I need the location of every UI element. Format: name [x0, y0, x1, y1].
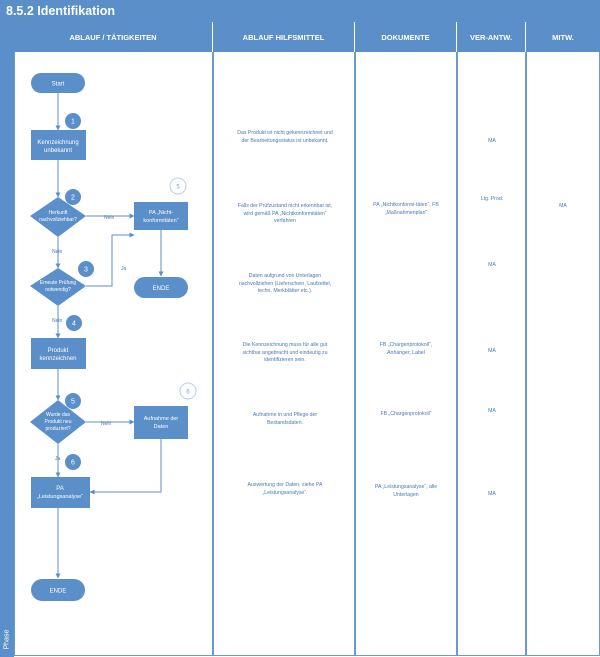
column-mitw — [526, 52, 600, 656]
erneute-pruefung-decision — [30, 268, 86, 306]
wurde-label-1: Wurde das — [46, 412, 71, 418]
ende-node-2-label: ENDE — [50, 589, 67, 595]
step-number-5: 5 — [71, 399, 75, 406]
verantw-text-3: MA — [488, 262, 496, 268]
hilfsmittel-text-1: Das Produkt ist nicht gekennzeichnet und… — [237, 130, 333, 144]
verantw-text-1: MA — [488, 138, 496, 144]
erneute-label-1: Erneute Prüfung — [40, 280, 77, 286]
herkunft-label-1: Herkunft — [49, 210, 69, 216]
hilfsmittel-text-6: Auswertung der Daten, siehe PA „Leistung… — [247, 482, 323, 496]
wurde-label-2: Produkt neu — [45, 419, 72, 425]
herkunft-decision — [30, 197, 86, 237]
step-circle-3 — [78, 261, 94, 277]
column-verantw — [457, 52, 526, 656]
hilfsmittel-text-4: Die Kennzeichnung muss für alle gut sich… — [242, 342, 328, 364]
step-number-3: 3 — [84, 267, 88, 274]
pa-leistung-label-2: „Leistungsanalyse“ — [37, 494, 83, 500]
pa-nicht-label-1: PA „Nicht- — [149, 210, 174, 216]
erneute-label-2: notwendig? — [45, 287, 71, 293]
pa-leistungsanalyse-node — [31, 477, 90, 508]
edge-label-nein-1: Nein — [104, 215, 115, 221]
kennzeichnung-node — [31, 130, 86, 160]
hilfsmittel-text-5: Aufnahme in und Pflege der Bestandsdaten… — [252, 412, 318, 426]
step-circle-6 — [65, 454, 81, 470]
column-header-hilfsmittel: ABLAUF HILFSMITTEL — [213, 22, 355, 52]
neu-produziert-decision — [30, 400, 86, 444]
produkt-label-2: kennzeichnen — [39, 356, 76, 362]
verantw-text-5: MA — [488, 408, 496, 414]
aufnahme-label-1: Aufnahme der — [144, 416, 179, 422]
pa-nicht-label-2: konformitäten“ — [143, 218, 178, 224]
step-number-4: 4 — [72, 321, 76, 328]
hilfsmittel-text-2: Falls der Prüfzustand nicht erkennbar is… — [237, 203, 333, 225]
ref-number-6: 6 — [186, 390, 190, 396]
ende-node-2 — [31, 579, 85, 601]
step-number-6: 6 — [71, 460, 75, 467]
pa-leistung-label-1: PA — [56, 486, 64, 492]
kennzeichnung-label-1: Kennzeichnung — [37, 140, 78, 146]
edge-erneute-pa-nicht — [86, 232, 135, 287]
step-circle-2 — [65, 189, 81, 205]
produkt-kennzeichnen-node — [31, 338, 86, 369]
ref-number-5: 5 — [176, 185, 180, 191]
wurde-label-3: produziert? — [45, 426, 70, 432]
dokumente-text-3: FB „Chargenprotokoll“ — [380, 411, 432, 417]
pa-nichtkonformitaeten-node — [134, 202, 188, 230]
dokumente-text-4: PA „Leistungsanalyse“, alle Unterlagen — [374, 484, 438, 498]
edge-label-nein-4: Nein — [101, 421, 112, 427]
aufnahme-label-2: Daten — [154, 424, 169, 430]
step-number-1: 1 — [71, 119, 75, 126]
verantw-text-6: MA — [488, 491, 496, 497]
ref-circle-5 — [169, 177, 187, 195]
mitw-text-1: MA — [559, 203, 567, 209]
phase-bar — [0, 22, 14, 657]
column-header-mitw: MITW. — [526, 22, 600, 52]
start-node-label: Start — [52, 82, 65, 88]
column-dokumente — [355, 52, 457, 656]
hilfsmittel-text-3: Daten aufgrund von Unterlagen nachvollzi… — [238, 273, 332, 295]
produkt-label-1: Produkt — [48, 348, 69, 354]
column-header-dokumente: DOKUMENTE — [355, 22, 457, 52]
dokumente-text-1: PA „Nichtkonformi-täten“, FB „Maßnahmenp… — [373, 202, 439, 216]
column-hilfsmittel — [213, 52, 355, 656]
verantw-text-4: MA — [488, 348, 496, 354]
start-node — [31, 73, 85, 93]
ref-circle-6 — [179, 382, 197, 400]
kennzeichnung-label-2: unbekannt — [44, 148, 72, 154]
column-header-ablauf: ABLAUF / TÄTIGKEITEN — [14, 22, 213, 52]
edge-label-nein-2: Nein — [52, 249, 63, 255]
step-circle-5 — [65, 393, 81, 409]
step-circle-1 — [65, 113, 81, 129]
dokumente-text-2: FB „Chargenprotokoll“, Anhänger, Label — [379, 342, 433, 356]
herkunft-label-2: nachvollziehbar? — [39, 217, 77, 223]
edge-label-nein-3: Nein — [52, 318, 63, 324]
page-title: 8.5.2 Identifikation — [0, 0, 600, 22]
step-circle-4 — [66, 315, 82, 331]
ende-node-1-label: ENDE — [153, 286, 170, 292]
edge-label-ja-2: Ja — [55, 456, 61, 462]
step-number-2: 2 — [71, 195, 75, 202]
edge-aufnahme-pa-leistung — [89, 439, 162, 495]
ende-node-1 — [134, 277, 188, 298]
column-header-verantw: VER-ANTW. — [457, 22, 526, 52]
aufnahme-daten-node — [134, 406, 188, 439]
verantw-text-2: Ltg. Prod. — [480, 196, 504, 202]
edge-label-ja-1: Ja — [121, 266, 127, 272]
